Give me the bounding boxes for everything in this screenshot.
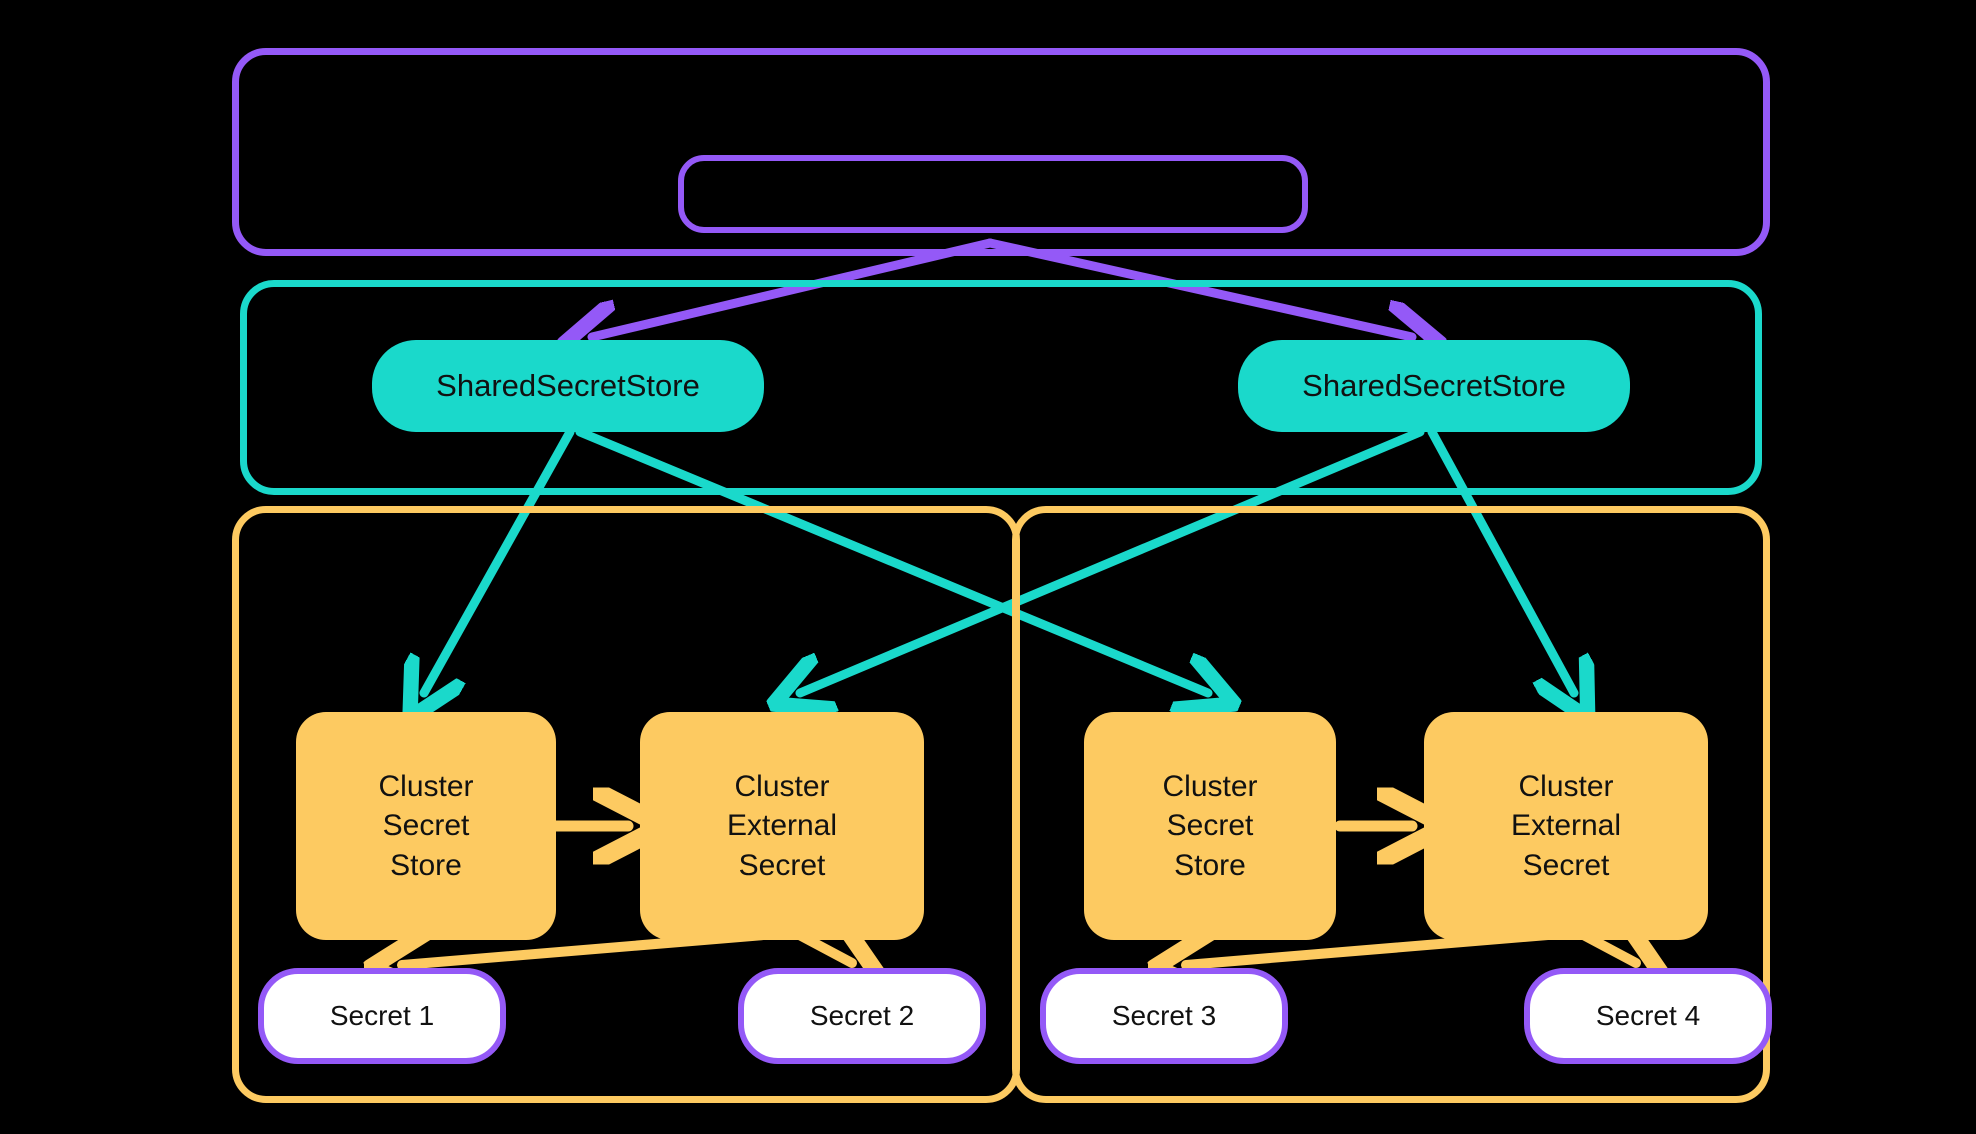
node-label: Secret 4 xyxy=(1595,999,1701,1031)
node-label: SharedSecretStore xyxy=(436,367,700,403)
node-secret-1[interactable]: Secret 1 xyxy=(258,968,506,1064)
node-cluster-secret-store-right[interactable]: Cluster Secret Store xyxy=(1084,712,1336,940)
node-label: Secret 3 xyxy=(1111,999,1217,1031)
node-secret-2[interactable]: Secret 2 xyxy=(738,968,986,1064)
node-shared-secret-store-right[interactable]: SharedSecretStore xyxy=(1238,340,1630,432)
node-secret-4[interactable]: Secret 4 xyxy=(1524,968,1772,1064)
node-label: Cluster External Secret xyxy=(1510,769,1622,882)
node-cluster-external-secret-right[interactable]: Cluster External Secret xyxy=(1424,712,1708,940)
edge-sharedleft-to-css-right xyxy=(575,427,1208,693)
node-label: Secret 1 xyxy=(329,999,435,1031)
group-bottom-right-orange[interactable] xyxy=(1012,506,1770,1103)
node-label: Cluster External Secret xyxy=(726,769,838,882)
group-top-purple-inner-pill[interactable] xyxy=(678,155,1308,233)
node-label: Secret 2 xyxy=(809,999,915,1031)
edge-sharedright-to-ces-right xyxy=(1427,427,1574,693)
group-top-purple[interactable] xyxy=(232,48,1770,256)
node-label: SharedSecretStore xyxy=(1302,367,1566,403)
node-cluster-secret-store-left[interactable]: Cluster Secret Store xyxy=(296,712,556,940)
node-cluster-external-secret-left[interactable]: Cluster External Secret xyxy=(640,712,924,940)
group-middle-teal[interactable] xyxy=(240,280,1762,495)
edge-purple-to-shared-right xyxy=(985,238,1412,337)
edge-sharedleft-to-css-left xyxy=(424,427,575,693)
node-label: Cluster Secret Store xyxy=(378,769,474,882)
edge-sharedright-to-ces-left xyxy=(800,427,1425,693)
node-shared-secret-store-left[interactable]: SharedSecretStore xyxy=(372,340,764,432)
node-secret-3[interactable]: Secret 3 xyxy=(1040,968,1288,1064)
edge-purple-to-shared-left xyxy=(592,238,995,337)
node-label: Cluster Secret Store xyxy=(1162,769,1258,882)
